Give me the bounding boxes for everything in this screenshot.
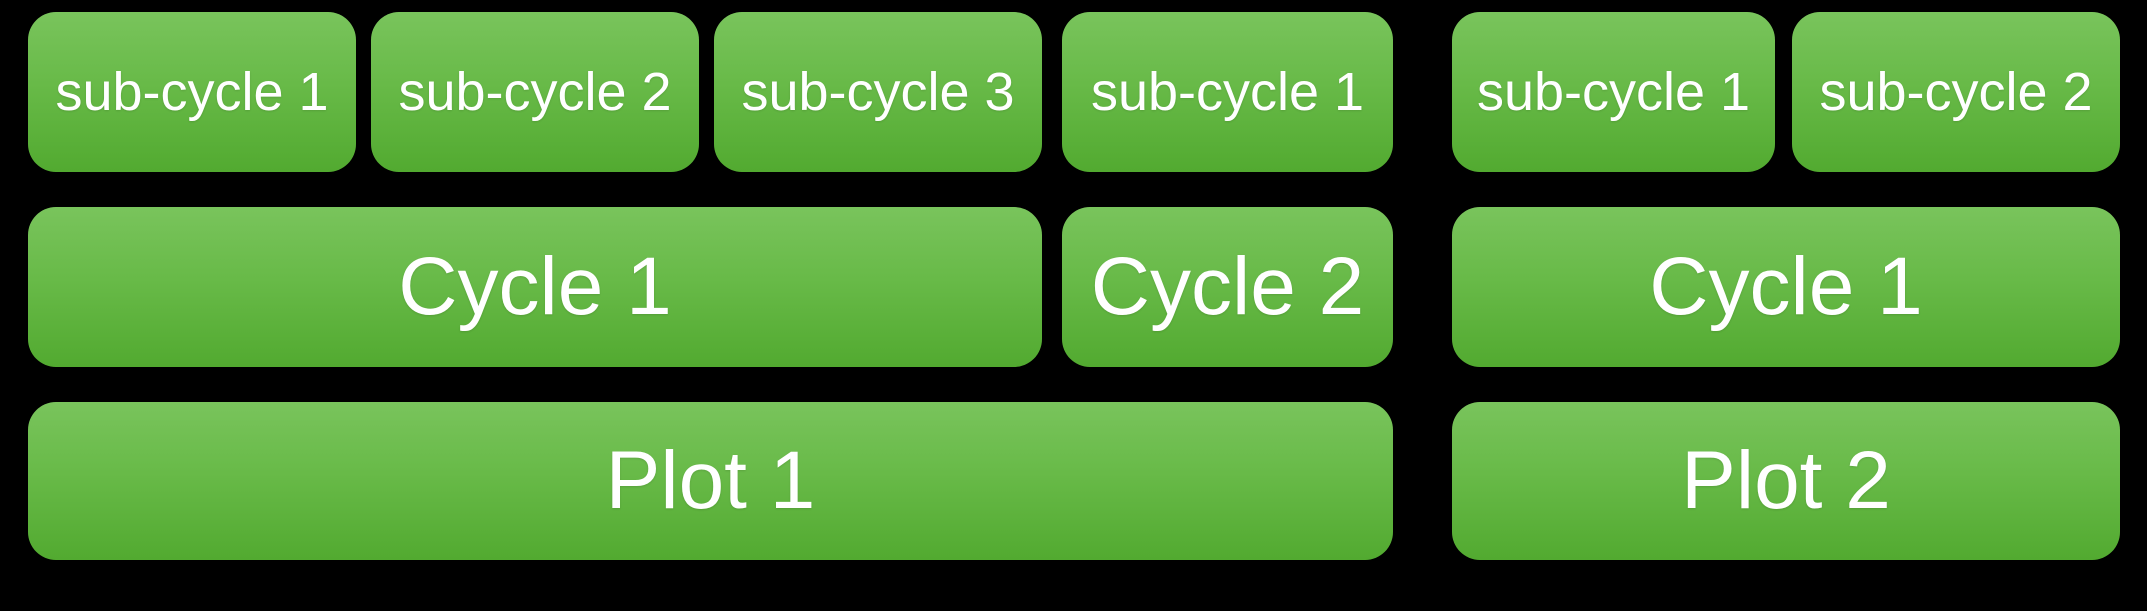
left-subcycle-3-box: sub-cycle 3 [714, 12, 1042, 172]
right-subcycle-1-box: sub-cycle 1 [1452, 12, 1775, 172]
left-subcycle-2-box: sub-cycle 2 [371, 12, 699, 172]
plot-2-box: Plot 2 [1452, 402, 2120, 560]
right-subcycle-2-box: sub-cycle 2 [1792, 12, 2120, 172]
plot-1-box: Plot 1 [28, 402, 1393, 560]
right-cycle-1-box: Cycle 1 [1452, 207, 2120, 367]
left-cycle-1-box: Cycle 1 [28, 207, 1042, 367]
left-cycle-2-box: Cycle 2 [1062, 207, 1393, 367]
left-subcycle-4-box: sub-cycle 1 [1062, 12, 1393, 172]
left-subcycle-1-box: sub-cycle 1 [28, 12, 356, 172]
